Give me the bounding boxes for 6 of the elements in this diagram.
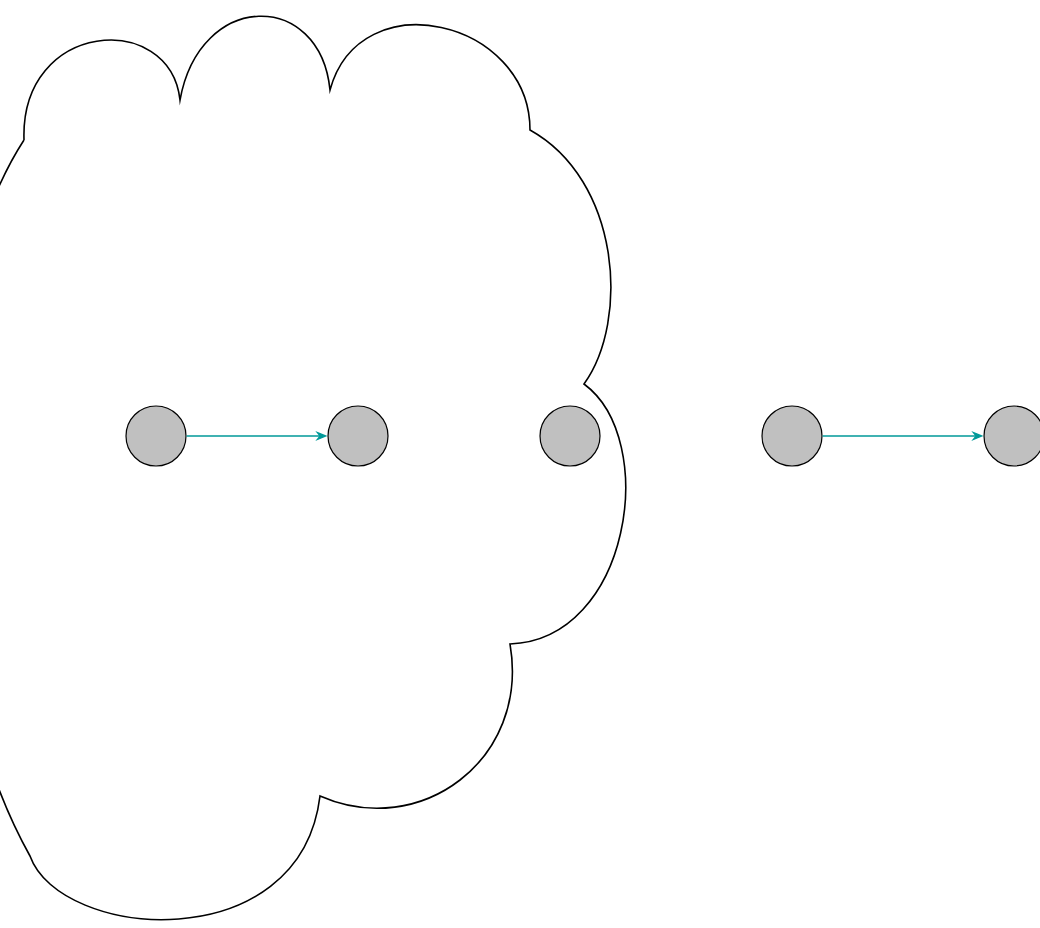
circle-node — [761, 405, 823, 467]
circle-node — [983, 405, 1040, 467]
cloud-shape — [0, 15, 627, 920]
circle-node — [125, 405, 187, 467]
circle-node — [539, 405, 601, 467]
circle-node — [327, 405, 389, 467]
